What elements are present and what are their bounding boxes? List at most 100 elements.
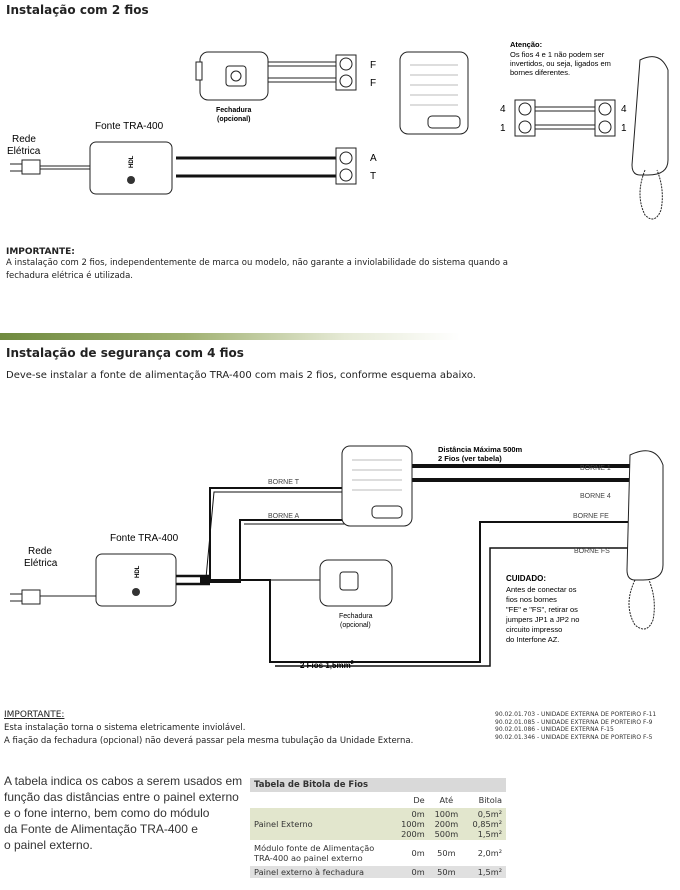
paragraph-line: A tabela indica os cabos a serem usados …: [4, 774, 243, 788]
label-f1: F: [370, 60, 376, 71]
product-codes: 90.02.01.703 - UNIDADE EXTERNA DE PORTEI…: [495, 711, 656, 741]
table-caption: Tabela de Bitola de Fios: [250, 778, 506, 792]
cell: 50m: [437, 848, 456, 858]
cell: 0,85m²: [472, 819, 503, 829]
wire-gauge-label: 2 Fios 1,5mm2: [300, 660, 354, 670]
product-code: 90.02.01.703 - UNIDADE EXTERNA DE PORTEI…: [495, 711, 657, 718]
important-title: IMPORTANTE:: [6, 247, 75, 257]
lock-optional-label: (opcional): [340, 622, 371, 629]
terminal-label-a: BORNE A: [268, 513, 299, 520]
important-line: Esta instalação torna o sistema eletrica…: [4, 723, 246, 733]
table-description: A tabela indica os cabos a serem usados …: [4, 773, 242, 853]
label-f2: F: [370, 78, 376, 89]
label-a: A: [370, 153, 377, 164]
brand-logo: HDL: [135, 565, 141, 578]
label-4-right: 4: [621, 104, 627, 115]
caution-line: Antes de conectar os: [506, 585, 577, 594]
paragraph-line: e o fone interno, bem como do módulo: [4, 806, 210, 820]
table-header-row: De Até Bitola: [250, 794, 506, 806]
label-1-right: 1: [621, 123, 627, 134]
power-supply-label: Fonte TRA-400: [110, 533, 179, 544]
cell: 2,0m²: [477, 848, 502, 858]
handset-icon: [631, 56, 669, 220]
paragraph-line: o painel externo.: [4, 838, 93, 852]
product-code: 90.02.01.085 - UNIDADE EXTERNA DE PORTEI…: [495, 718, 653, 726]
section1-title: Instalação com 2 fios: [6, 3, 149, 17]
cell: 100m: [434, 809, 459, 819]
wire-gauge-table: Tabela de Bitola de Fios De Até Bitola P…: [250, 776, 506, 880]
section2-title: Instalação de segurança com 4 fios: [6, 346, 244, 360]
cell: 50m: [428, 866, 465, 878]
paragraph-line: da Fonte de Alimentação TRA-400 e: [4, 822, 198, 836]
row-label: Painel externo à fechadura: [250, 866, 394, 878]
mains-label-1: Rede: [28, 546, 52, 557]
lock-label: Fechadura: [339, 613, 373, 620]
section2-subtitle: Deve-se instalar a fonte de alimentação …: [6, 370, 476, 381]
label-t: T: [370, 171, 376, 182]
power-supply-label: Fonte TRA-400: [95, 121, 164, 132]
caution-title: CUIDADO:: [506, 574, 546, 583]
product-code: 90.02.01.086 - UNIDADE EXTERNA F-15: [495, 726, 614, 733]
mains-label-2: Elétrica: [7, 146, 41, 157]
cell: 200m: [401, 829, 425, 839]
terminal-label-t: BORNE T: [268, 479, 300, 486]
terminal-block-at: [335, 147, 357, 185]
terminal-block-f: [335, 54, 357, 91]
paragraph-line: função das distâncias entre o painel ext…: [4, 790, 239, 804]
caution-line: jumpers JP1 a JP2 no: [505, 615, 579, 624]
important-line: A fiação da fechadura (opcional) não dev…: [4, 736, 414, 746]
caution-line: do Interfone AZ.: [506, 635, 559, 644]
important-line: A instalação com 2 fios, independentemen…: [6, 258, 508, 268]
product-code: 90.02.01.346 - UNIDADE EXTERNA DE PORTEI…: [495, 733, 653, 741]
table-row: Painel externo à fechadura 0m 50m 1,5m²: [250, 866, 506, 878]
terminal-label-4: BORNE 4: [580, 493, 611, 500]
cell: 0,5m²: [477, 809, 502, 819]
power-supply-icon: HDL: [89, 141, 173, 195]
attention-line: invertidos, ou seja, ligados em: [510, 59, 611, 68]
row-label: Módulo fonte de Alimentação: [254, 843, 375, 853]
lock-label: Fechadura: [216, 107, 252, 114]
terminal-label-fs: BORNE FS: [574, 548, 610, 555]
cell: 0m: [411, 848, 425, 858]
mains-label-2: Elétrica: [24, 558, 58, 569]
handset-icon: [626, 450, 664, 630]
col-header: Bitola: [478, 795, 502, 805]
important-note-1: IMPORTANTE: A instalação com 2 fios, ind…: [6, 247, 508, 283]
lock-device-icon: [195, 51, 269, 101]
attention-line: bornes diferentes.: [510, 68, 570, 77]
terminal-label-1: BORNE 1: [580, 465, 611, 472]
cell: 200m: [434, 819, 459, 829]
outdoor-panel-icon: [341, 445, 413, 527]
outdoor-panel-icon: [399, 51, 469, 135]
distance-label: Distância Máxima 500m: [438, 445, 523, 454]
plug-icon: [10, 589, 96, 605]
brand-logo: HDL: [129, 155, 135, 168]
important-note-2: IMPORTANTE: Esta instalação torna o sist…: [4, 709, 413, 748]
col-header: Até: [439, 795, 454, 805]
cell: 0m: [411, 809, 425, 819]
attention-title: Atenção:: [510, 40, 542, 49]
label-1-left: 1: [500, 123, 506, 134]
label-4-left: 4: [500, 104, 506, 115]
section-divider: [0, 333, 460, 340]
terminal-label-fe: BORNE FE: [573, 513, 609, 520]
caution-line: fios nos bornes: [506, 595, 557, 604]
row-label: Painel Externo: [250, 808, 394, 840]
power-supply-icon: HDL: [95, 553, 177, 607]
important-line: fechadura elétrica é utilizada.: [6, 271, 133, 281]
cell: 1,5m²: [477, 829, 502, 839]
row-label: TRA-400 ao painel externo: [254, 853, 363, 863]
cell: 1,5m²: [464, 866, 506, 878]
plug-icon: [10, 159, 90, 175]
attention-line: Os fios 4 e 1 não podem ser: [510, 50, 605, 59]
col-header: De: [413, 795, 425, 805]
four-wire-diagram: HDL Distância Máxima 500m 2 Fios (ver ta…: [10, 445, 664, 670]
lock-optional-label: (opcional): [217, 116, 250, 123]
terminal-block-4-1-left: [514, 99, 536, 137]
mains-label-1: Rede: [12, 134, 36, 145]
wires-label: 2 Fios (ver tabela): [438, 454, 502, 463]
cell: 500m: [434, 829, 459, 839]
